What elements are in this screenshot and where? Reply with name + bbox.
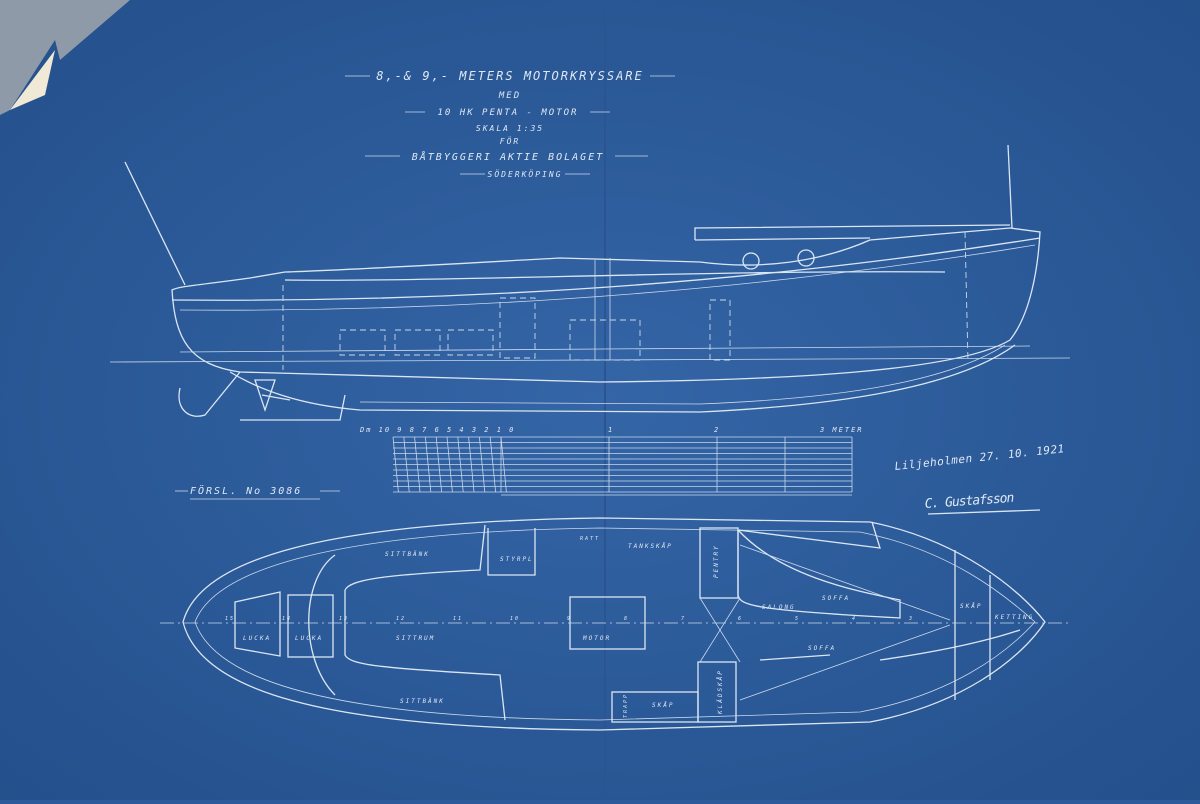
label-ketting: KETTING (994, 614, 1034, 621)
frame-number: 11 (453, 616, 463, 622)
drawing-number: FÖRSL. No 3086 (175, 484, 340, 500)
scale-diagonal (500, 436, 507, 493)
label-motor: MOTOR (582, 635, 611, 642)
frame-number: 4 (852, 616, 857, 622)
label-soffa-top: SOFFA (822, 595, 850, 602)
frame-number: 9 (567, 616, 572, 622)
label-tankskap: TANKSKÅP (628, 543, 673, 550)
frame-number: 14 (282, 616, 292, 622)
porthole (742, 252, 760, 270)
rudder (178, 371, 241, 417)
title-block: 8,-& 9,- METERS MOTORKRYSSARE MED 10 HK … (345, 69, 675, 179)
flagstaff (124, 161, 186, 286)
scale-diagonal (468, 436, 475, 493)
frame-number: 13 (339, 616, 349, 622)
frame-number: 6 (738, 616, 743, 622)
scale-tick-2: 2 (714, 426, 720, 434)
label-lucka-2: LUCKA (295, 635, 323, 642)
frame-number: 8 (624, 616, 629, 622)
scale-diagonal (425, 436, 432, 493)
scale-diagonal (414, 436, 421, 493)
frame-number: 15 (225, 616, 235, 622)
plan-view: SITTBÄNK SITTBÄNK LUCKA LUCKA SITTRUM MO… (160, 517, 1070, 731)
scale-diagonal (457, 436, 464, 493)
scale-diagonal (403, 436, 410, 493)
drawing-number-text: FÖRSL. No 3086 (190, 484, 302, 497)
label-ratt: RATT (580, 536, 600, 542)
keel-skeg (240, 394, 346, 421)
frame-number: 3 (908, 616, 914, 622)
title-line-2: MED (498, 91, 521, 101)
title-line-1: 8,-& 9,- METERS MOTORKRYSSARE (376, 69, 644, 83)
label-salong: SALONG (762, 604, 796, 611)
label-skap-bow: SKÅP (960, 603, 982, 610)
porthole (797, 249, 815, 267)
label-sittrum: SITTRUM (396, 635, 435, 642)
label-pentry: PENTRY (713, 544, 720, 578)
torn-corner (0, 0, 130, 115)
torn-paper-flap (10, 50, 55, 110)
scale-right-label: 3 METER (819, 426, 864, 434)
label-sittbank-top: SITTBÄNK (385, 551, 430, 558)
title-line-6: BÅTBYGGERI AKTIE BOLAGET (412, 150, 605, 163)
scale-diagonal (479, 436, 486, 493)
label-sittbank-bottom: SITTBÄNK (400, 698, 445, 705)
hull-outline (171, 227, 1041, 383)
scale-diagonal (435, 436, 442, 493)
label-kladskap: KLÄDSKÅP (717, 669, 724, 715)
scale-diagonal (489, 436, 496, 493)
scale-diagonal (392, 436, 399, 493)
label-soffa-bottom: SOFFA (808, 645, 836, 652)
side-elevation (109, 144, 1071, 421)
frame-number: 10 (510, 616, 520, 622)
title-line-5: FÖR (500, 136, 520, 146)
bow-mast (1007, 144, 1013, 229)
frame-number: 5 (795, 616, 800, 622)
scale-diagonal (446, 436, 453, 493)
label-styrpl: STYRPL. (500, 556, 539, 563)
title-line-3: 10 HK PENTA - MOTOR (438, 108, 579, 118)
title-line-4: SKALA 1:35 (476, 124, 544, 133)
scale-tick-1: 1 (608, 426, 614, 434)
title-line-7: SÖDERKÖPING (488, 169, 563, 179)
signature: C. Gustafsson (924, 491, 1014, 512)
label-trapp: TRAPP (623, 693, 629, 718)
propeller (254, 379, 291, 413)
label-skap-aft: SKÅP (652, 702, 674, 709)
plan-outline-outer (182, 517, 1046, 731)
frame-number: 7 (681, 616, 686, 622)
scale-bar: Dm 10 9 8 7 6 5 4 3 2 1 0 1 2 3 METER (359, 426, 864, 496)
label-lucka-1: LUCKA (243, 635, 271, 642)
frame-number: 12 (396, 616, 406, 622)
scale-left-label: Dm 10 9 8 7 6 5 4 3 2 1 0 (359, 426, 515, 434)
